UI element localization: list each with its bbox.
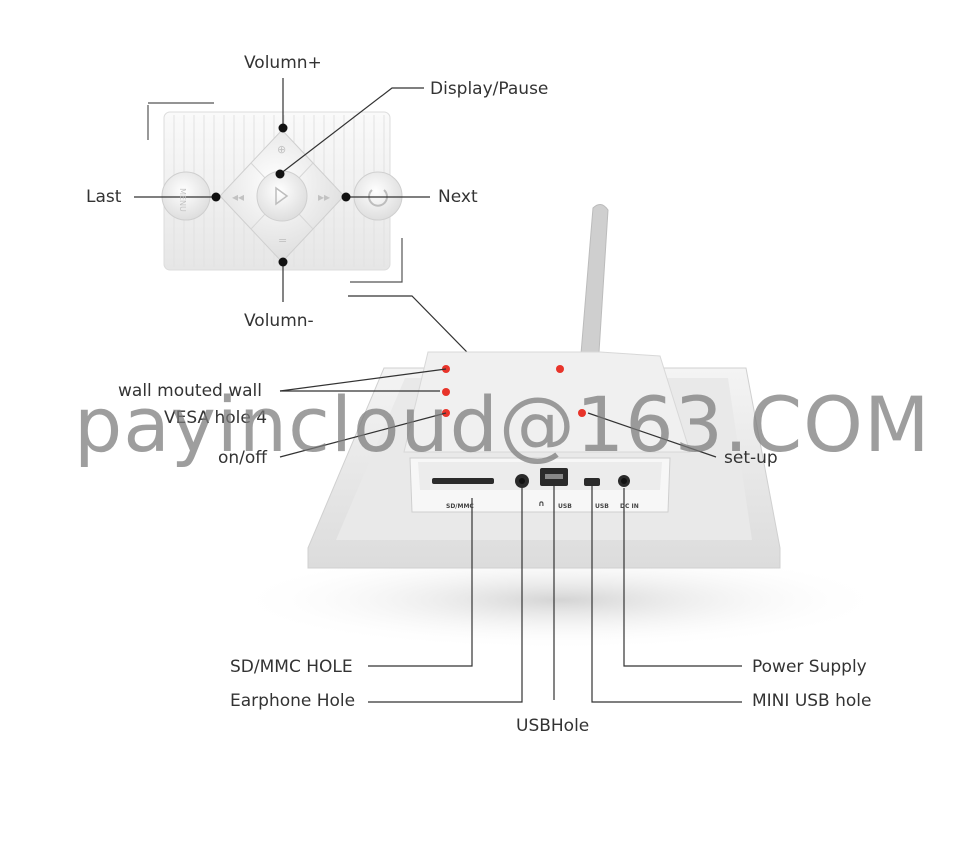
label-wall-mount: wall mouted wall [118,381,262,401]
control-leader-dots [211,123,351,267]
port-label-usb: USB [558,503,572,510]
prev-icon: ◂◂ [232,190,244,204]
watermark-text: payincloud@163.COM [74,380,931,469]
device-floor-shadow [230,550,890,650]
display-pause-button-shape [256,170,308,222]
label-volume-down: Volumn- [244,311,314,331]
back-cover [403,351,691,453]
label-display-pause: Display/Pause [430,79,549,99]
power-button-shape [353,171,403,221]
power-symbol-icon [368,189,388,207]
sd-slot [432,478,494,484]
mini-usb-port [584,478,600,486]
label-vesa-hole: VESA hole 4 [164,408,268,428]
label-setup: set-up [724,448,778,468]
next-icon: ▸▸ [318,190,330,204]
label-power-supply: Power Supply [752,657,867,677]
label-mini-usb: MINI USB hole [752,691,872,711]
play-pause-icon [275,186,289,206]
label-earphone: Earphone Hole [230,691,356,711]
device-leader-dots [519,478,627,484]
label-on-off: on/off [218,448,268,468]
control-panel-closeup: ◂◂ ▸▸ ⊕ = [147,102,403,283]
bracket-top-left [147,102,214,140]
port-label-dc-in: DC IN [620,503,639,510]
menu-button-shape [161,171,211,221]
port-label-sd: SD/MMC [446,503,474,510]
port-label-earphone: ∩ [538,499,545,508]
port-label-mini-usb: USB [595,503,609,510]
vol-up-icon: ⊕ [277,143,286,156]
antenna [579,204,609,369]
bracket-bottom-right [350,238,403,283]
vol-down-icon: = [278,234,287,247]
menu-button-label: MENU [177,188,187,212]
device-leader-lines [279,368,742,703]
label-sd-mmc: SD/MMC HOLE [230,657,353,677]
label-next: Next [438,187,478,207]
label-volume-up: Volumn+ [244,53,322,73]
label-last: Last [86,187,122,207]
label-usb-hole: USBHole [516,716,590,736]
